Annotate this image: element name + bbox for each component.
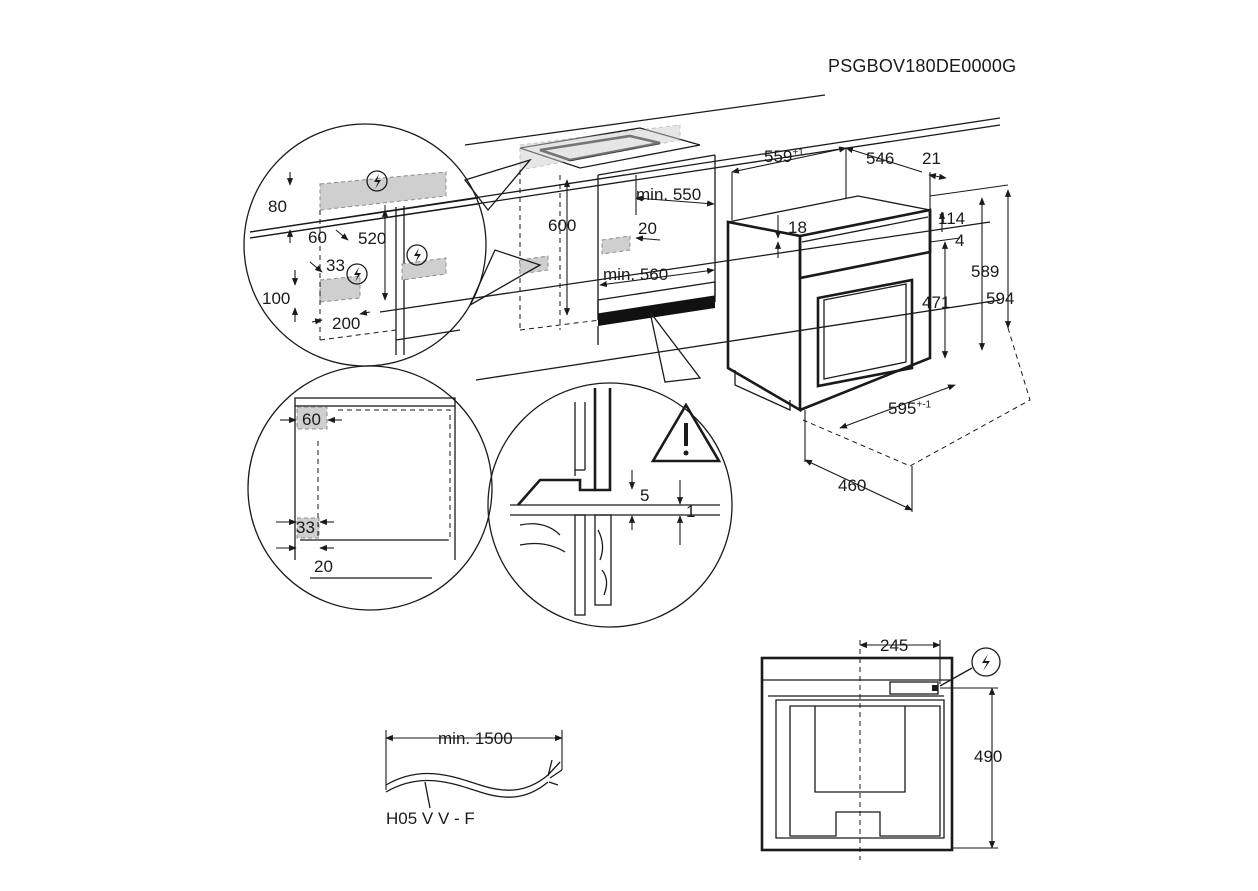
oven-drawing [726, 146, 1031, 512]
dim-20-front: 20 [314, 557, 333, 576]
dim-600: 600 [548, 216, 577, 235]
cabinet-drawing [249, 94, 1001, 381]
dim-4: 4 [955, 231, 965, 250]
dim-18: 18 [788, 218, 807, 237]
dim-80: 80 [268, 197, 287, 216]
dim-245: 245 [880, 636, 909, 655]
front-detail-circle [247, 365, 493, 611]
power-symbol-icons [354, 174, 990, 671]
dim-60-front: 60 [302, 410, 321, 429]
dim-20-cabinet: 20 [638, 219, 657, 238]
dim-595-value: 595 [888, 399, 917, 418]
dim-594: 594 [986, 289, 1015, 308]
dim-520: 520 [358, 229, 387, 248]
dim-589: 589 [971, 262, 1000, 281]
dim-460: 460 [838, 476, 867, 495]
dim-21: 21 [922, 149, 941, 168]
dim-100: 100 [262, 289, 291, 308]
dim-559-value: 559 [764, 147, 793, 166]
dim-33-front: 33 [296, 518, 315, 537]
dim-471: 471 [922, 293, 951, 312]
dim-595-tolerance: +-1 [916, 399, 932, 411]
dim-1: 1 [686, 502, 696, 521]
dim-114: 114 [938, 209, 966, 228]
dim-490: 490 [974, 747, 1003, 766]
dim-33-socket: 33 [326, 256, 345, 275]
document-code: PSGBOV180DE0000G [828, 56, 1017, 76]
socket-detail-circle [243, 123, 542, 367]
dim-min-550: min. 550 [636, 185, 702, 204]
dim-595: 595+-1 [888, 400, 931, 417]
cable-length: min. 1500 [438, 729, 513, 748]
rear-view-drawing [760, 640, 1001, 860]
dim-60-socket: 60 [308, 228, 327, 247]
gap-detail-circle [487, 311, 733, 628]
dim-559: 559+1 [764, 148, 804, 165]
dim-5: 5 [640, 486, 650, 505]
cable-drawing [385, 730, 563, 809]
dim-546: 546 [866, 149, 895, 168]
dim-200: 200 [332, 314, 361, 333]
dim-559-tolerance: +1 [792, 147, 804, 159]
cable-type: H05 V V - F [386, 809, 475, 828]
dim-min-560: min. 560 [603, 265, 669, 284]
